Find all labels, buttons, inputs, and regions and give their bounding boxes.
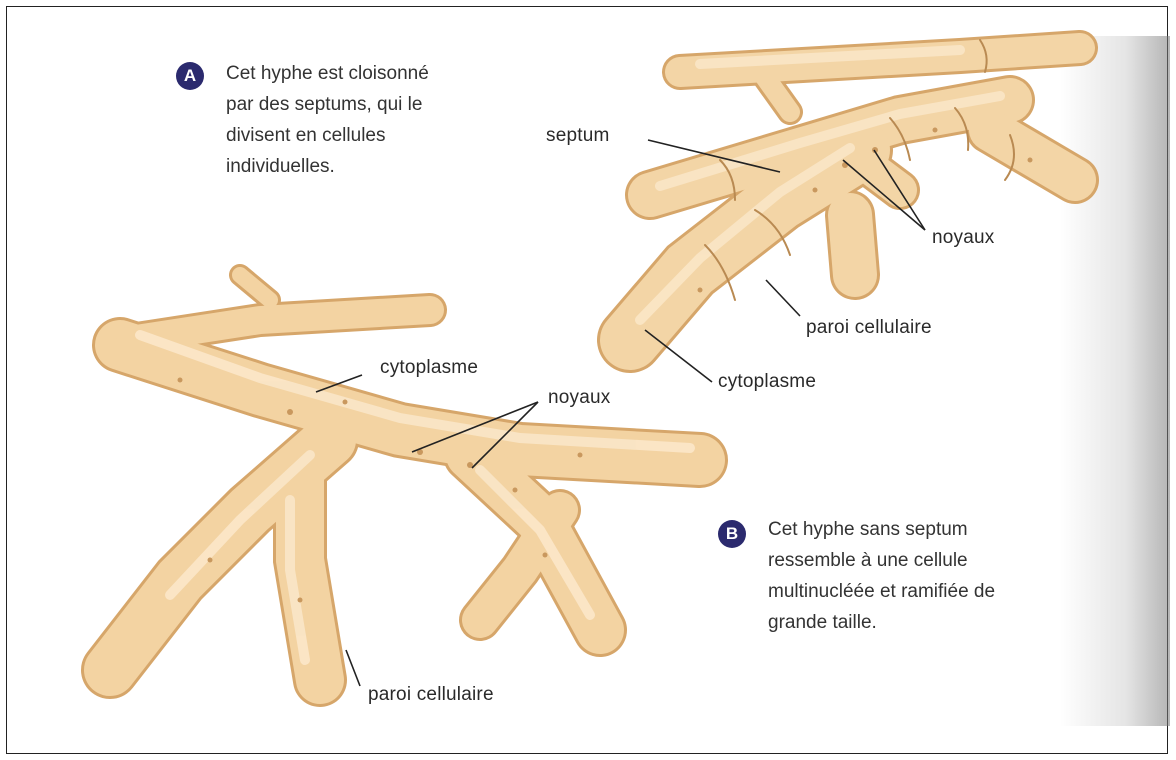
caption-b-line: Cet hyphe sans septum	[768, 514, 995, 545]
caption-a-line: individuelles.	[226, 151, 429, 182]
caption-b-line: grande taille.	[768, 607, 995, 638]
label-paroi-cellulaire-a: paroi cellulaire	[806, 318, 932, 337]
badge-b: B	[718, 520, 746, 548]
label-cytoplasme-a: cytoplasme	[718, 372, 816, 391]
label-noyaux-b: noyaux	[548, 388, 610, 407]
caption-b-line: multinucléée et ramifiée de	[768, 576, 995, 607]
septate-hypha	[630, 40, 1080, 340]
caption-a-line: divisent en cellules	[226, 120, 429, 151]
caption-a: Cet hyphe est cloisonné par des septums,…	[226, 58, 429, 182]
label-cytoplasme-b: cytoplasme	[380, 358, 478, 377]
badge-a: A	[176, 62, 204, 90]
caption-b-line: ressemble à une cellule	[768, 545, 995, 576]
label-paroi-cellulaire-b: paroi cellulaire	[368, 685, 494, 704]
caption-a-line: par des septums, qui le	[226, 89, 429, 120]
label-septum: septum	[546, 126, 610, 145]
caption-b: Cet hyphe sans septum ressemble à une ce…	[768, 514, 995, 638]
label-noyaux-a: noyaux	[932, 228, 994, 247]
caption-a-line: Cet hyphe est cloisonné	[226, 58, 429, 89]
